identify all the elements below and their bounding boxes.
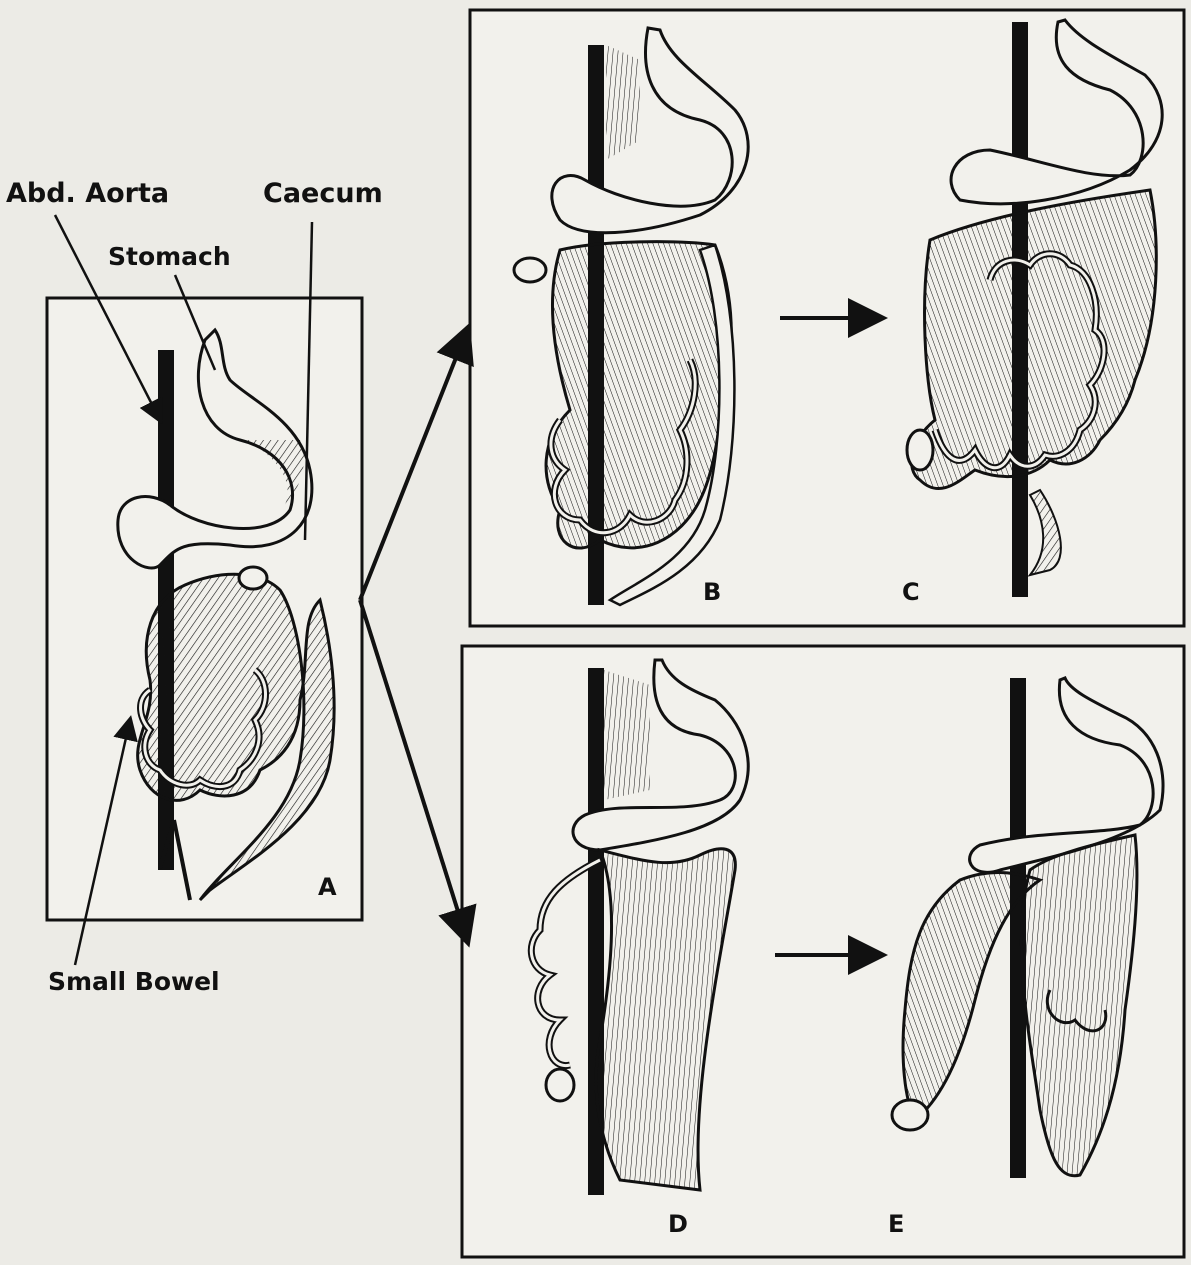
label-abd-aorta: Abd. Aorta	[6, 178, 169, 209]
panel-letter-e: E	[888, 1210, 904, 1238]
arrow-a-to-bc	[360, 330, 467, 600]
arrow-a-to-de	[360, 600, 467, 940]
panel-letter-d: D	[668, 1210, 688, 1238]
panel-letter-a: A	[318, 873, 337, 901]
panel-letter-b: B	[703, 578, 721, 606]
label-stomach: Stomach	[108, 242, 231, 271]
label-small-bowel: Small Bowel	[48, 967, 220, 996]
panel-letter-c: C	[902, 578, 920, 606]
label-caecum: Caecum	[263, 178, 383, 209]
